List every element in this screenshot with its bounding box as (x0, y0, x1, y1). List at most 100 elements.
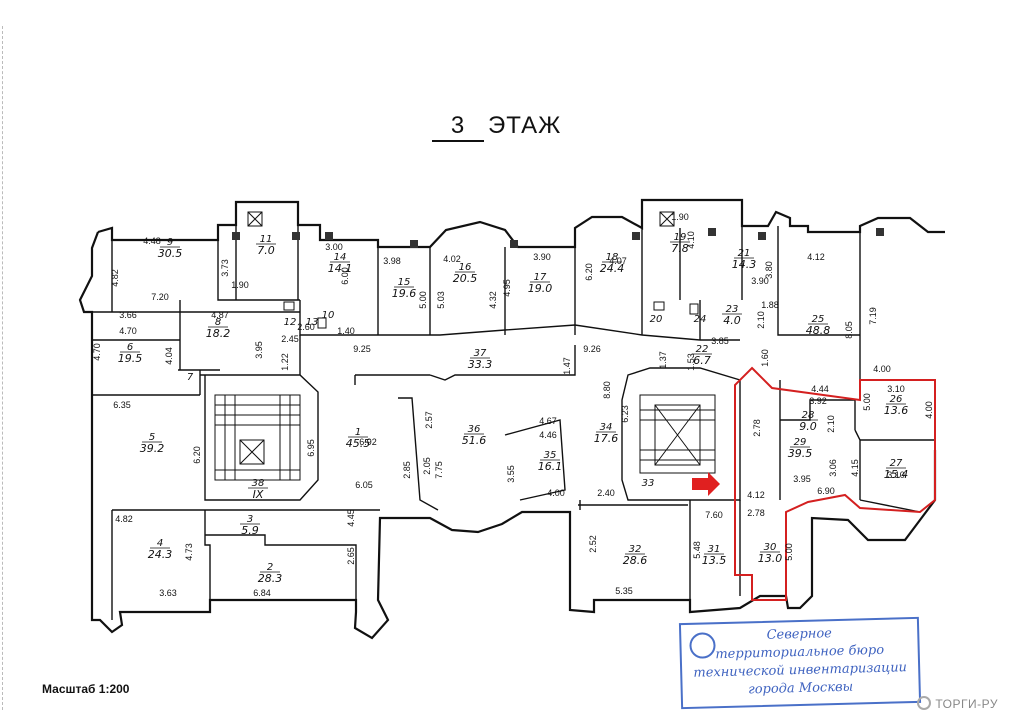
dimension-value: 7.75 (434, 461, 444, 479)
dimension-value: 2.57 (424, 411, 434, 429)
room-area: 30.5 (158, 247, 183, 260)
dimension-value: 1.37 (658, 351, 668, 369)
dimension-value: 2.45 (281, 334, 299, 344)
room-number: 20 (650, 314, 663, 325)
room-area: 28.6 (623, 554, 648, 567)
dimension-value: 6.20 (584, 263, 594, 281)
room-number: 5 (149, 432, 155, 443)
dimension-value: 1.22 (280, 353, 290, 371)
dimension-value: 3.90 (751, 276, 769, 286)
dimension-value: 9.26 (583, 344, 601, 354)
room-area: 13.6 (884, 404, 909, 417)
dimension-value: 7.19 (868, 307, 878, 325)
floor-label: ЭТАЖ (488, 112, 562, 139)
sanitary-fixtures (283, 301, 699, 329)
room-number: 24 (694, 314, 707, 325)
dimension-value: 4.45 (346, 509, 356, 527)
room-area: 24.3 (148, 548, 173, 561)
room-area: IX (253, 488, 264, 501)
lift-symbols (247, 211, 675, 227)
dimension-value: 4.15 (850, 459, 860, 477)
dimension-value: 8.05 (844, 321, 854, 339)
room-area: 5.9 (241, 524, 259, 537)
dimension-value: 2.10 (826, 415, 836, 433)
room-area: 18.2 (206, 327, 231, 340)
dimension-value: 4.82 (115, 514, 133, 524)
room-area: 14.3 (732, 258, 757, 271)
binding-edge-line (2, 26, 5, 710)
room-area: 17.6 (594, 432, 619, 445)
dimension-value: 5.00 (418, 291, 428, 309)
dimension-value: 9.25 (353, 344, 371, 354)
dimension-value: 4.82 (110, 269, 120, 287)
dimension-value: 6.95 (306, 439, 316, 457)
dimension-value: 1.88 (761, 300, 779, 310)
room-area: 4.0 (723, 314, 741, 327)
room-number: 15 (398, 277, 411, 288)
dimension-value: 5.00 (862, 393, 872, 411)
dimension-value: 3.73 (220, 259, 230, 277)
room-number: 3 (247, 514, 253, 525)
dimension-value: 3.00 (325, 242, 343, 252)
dimension-value: 4.87 (211, 310, 229, 320)
room-number: 7 (187, 372, 194, 383)
room-number: 23 (726, 304, 739, 315)
room-number: 1 (355, 427, 361, 438)
dimension-value: 4.07 (609, 256, 627, 266)
bti-stamp: Северное территориальное бюро техническо… (678, 616, 922, 710)
dimension-value: 3.98 (383, 256, 401, 266)
dimension-value: 2.52 (588, 535, 598, 553)
room-area: 39.2 (140, 442, 165, 455)
room-number: 22 (696, 344, 709, 355)
dimension-value: 3.66 (119, 310, 137, 320)
stair-well-left (214, 394, 301, 481)
room-number: 19 (674, 232, 687, 243)
dimension-value: 3.63 (159, 588, 177, 598)
dimension-value: 4.12 (747, 490, 765, 500)
room-number: 28 (802, 410, 815, 421)
room-area: 9.0 (799, 420, 817, 433)
dimension-value: 5.03 (436, 291, 446, 309)
room-number: 32 (629, 544, 642, 555)
dimension-value: 3.06 (828, 459, 838, 477)
dimension-value: 7.60 (705, 510, 723, 520)
dimension-value: 2.60 (297, 322, 315, 332)
room-number: 26 (890, 394, 903, 405)
room-number: 27 (890, 458, 903, 469)
room-area: 7.8 (671, 242, 689, 255)
dimension-value: 6.05 (355, 480, 373, 490)
watermark-text: ТОРГИ-РУ (935, 697, 998, 711)
room-number: 36 (468, 424, 481, 435)
room-number: 2 (267, 562, 273, 573)
room-number: 6 (127, 342, 133, 353)
dimension-value: 4.00 (873, 364, 891, 374)
room-area: 16.1 (538, 460, 563, 473)
room-area: 14.1 (328, 262, 353, 275)
dimension-value: 5.00 (784, 543, 794, 561)
dimension-value: 1.53 (686, 353, 696, 371)
dimension-value: 2.78 (747, 508, 765, 518)
room-area: 33.3 (468, 358, 493, 371)
outer-walls (78, 198, 945, 640)
watermark: ТОРГИ-РУ (917, 696, 998, 711)
stair-well-right (639, 394, 716, 474)
dimension-value: 5.48 (692, 541, 702, 559)
dimension-value: 3.95 (254, 341, 264, 359)
dimension-value: 3.85 (711, 336, 729, 346)
room-number: 29 (794, 437, 807, 448)
dimension-value: 1.40 (337, 326, 355, 336)
dimension-value: 4.04 (164, 347, 174, 365)
floor-number: 3 (432, 112, 484, 142)
dimension-value: 3.10 (887, 384, 905, 394)
room-number: 18 (606, 252, 619, 263)
dimension-value: 4.12 (807, 252, 825, 262)
room-area: 48.8 (806, 324, 831, 337)
room-area: 15.4 (884, 468, 909, 481)
dimension-value: 6.00 (340, 267, 350, 285)
dimension-value: 4.95 (502, 279, 512, 297)
dimension-value: 4.10 (686, 231, 696, 249)
dimension-value: 6.20 (192, 446, 202, 464)
dimension-value: 7.20 (151, 292, 169, 302)
dimension-value: 4.73 (184, 543, 194, 561)
dimension-value: 2.10 (756, 311, 766, 329)
